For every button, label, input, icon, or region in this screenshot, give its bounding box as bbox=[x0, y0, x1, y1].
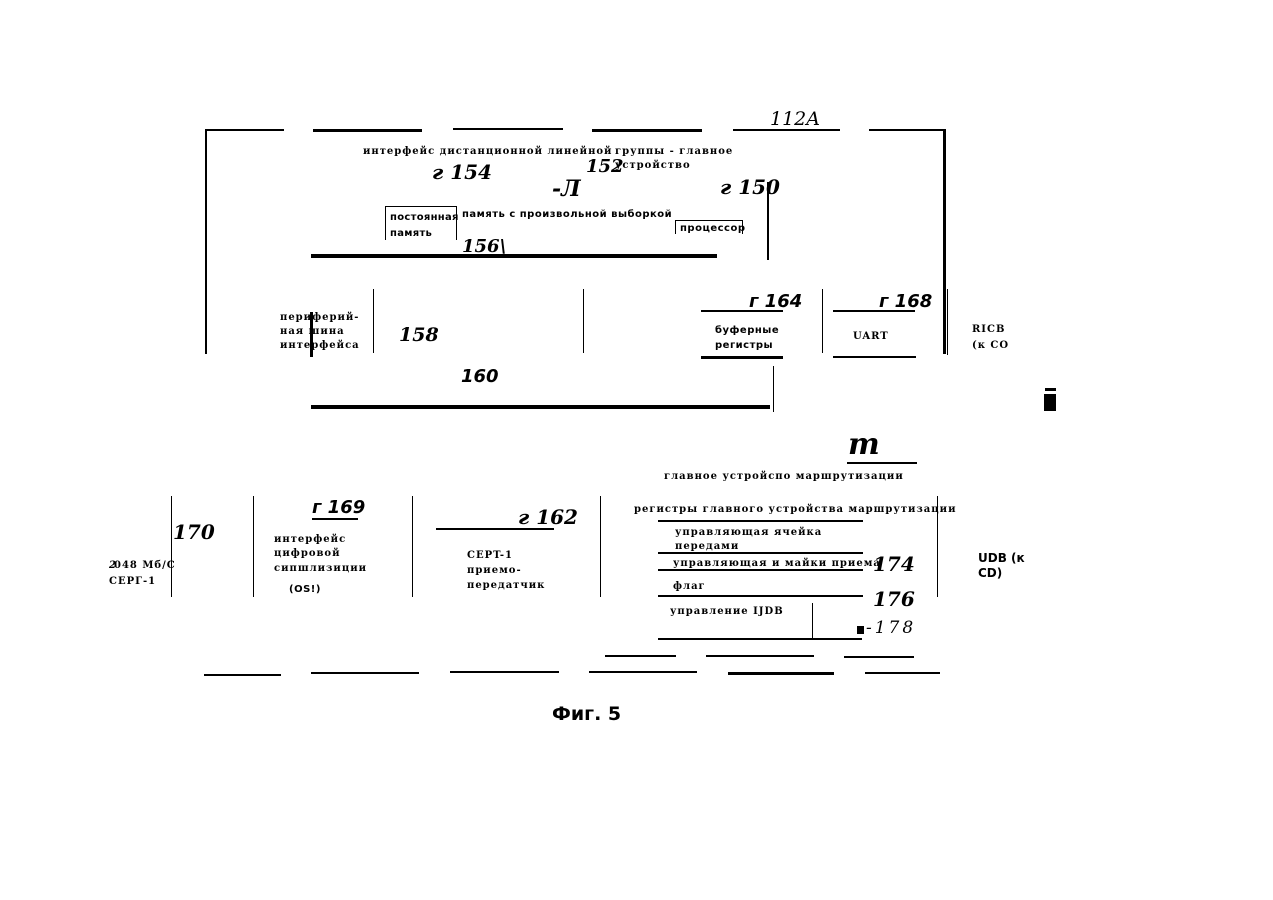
control-cell-line1: управляющая ячейка bbox=[675, 527, 822, 539]
marker-body bbox=[1044, 394, 1056, 411]
bus-160 bbox=[311, 405, 770, 409]
divider-937 bbox=[937, 496, 938, 597]
rom-box-left bbox=[385, 206, 386, 240]
ref-170: 170 bbox=[173, 521, 215, 544]
ref-152: 152 bbox=[586, 157, 624, 178]
cept-label-line1: CEPT-1 bbox=[467, 550, 513, 562]
udb-label-line2: CD) bbox=[978, 567, 1002, 581]
udb-control-line bbox=[658, 638, 862, 640]
frame-bottom-seg-6 bbox=[450, 671, 559, 673]
rom-label-line2: память bbox=[390, 228, 432, 240]
divider-822 bbox=[822, 289, 823, 353]
ref-112a: 112A bbox=[770, 109, 820, 131]
ricb-label-line2: (к СО bbox=[972, 340, 1009, 352]
frame-top-seg-6 bbox=[869, 129, 946, 131]
routing-registers-label: регистры главного устройства маршрутизац… bbox=[634, 504, 957, 516]
digital-label-line3: сипшлизиции bbox=[274, 563, 367, 575]
divider-600 bbox=[600, 496, 601, 597]
divider-412 bbox=[412, 496, 413, 597]
cpu-box-top bbox=[675, 220, 743, 221]
ref-158: 158 bbox=[399, 325, 439, 347]
cpu-label: процессор bbox=[680, 223, 746, 235]
internal-bus-156 bbox=[311, 254, 717, 258]
ref-164: г 164 bbox=[749, 292, 802, 313]
udb-control-divider bbox=[812, 603, 813, 639]
frame-top-seg-3 bbox=[453, 128, 563, 130]
cept-label-line3: передатчик bbox=[467, 580, 545, 592]
figure-caption: Фиг. 5 bbox=[552, 704, 621, 726]
cpu-box-left bbox=[675, 220, 676, 234]
bus-160-riser bbox=[773, 366, 774, 412]
ref-169: г 169 bbox=[312, 498, 365, 519]
ref-160: 160 bbox=[461, 367, 499, 388]
receive-line bbox=[658, 569, 863, 571]
cell-line bbox=[658, 552, 863, 554]
digital-label-line2: цифровой bbox=[274, 548, 341, 560]
frame-left-edge bbox=[205, 129, 207, 354]
ref-156: 156\ bbox=[462, 237, 506, 258]
frame-bottom-seg-9 bbox=[865, 672, 940, 674]
buffer-label-line2: регистры bbox=[715, 340, 773, 352]
divider-583 bbox=[583, 289, 584, 353]
ricb-label-line1: RICB bbox=[972, 324, 1005, 336]
divider-171 bbox=[171, 496, 172, 597]
flag-label: флаг bbox=[673, 581, 706, 593]
ref-m-underline bbox=[847, 462, 917, 464]
divider-947 bbox=[947, 289, 948, 355]
rom-box-top bbox=[385, 206, 457, 207]
digital-label-line4: (OS!) bbox=[289, 584, 321, 596]
frame-bottom-seg-8 bbox=[728, 672, 834, 675]
marker-top bbox=[1045, 388, 1056, 391]
ref-174: 174 bbox=[873, 553, 915, 576]
remote-interface-label: интерфейс дистанционной линейной bbox=[363, 146, 612, 158]
frame-top-seg-4 bbox=[592, 129, 702, 132]
device-label: устройство bbox=[615, 160, 691, 172]
ref-150: г 150 bbox=[720, 176, 780, 199]
rom-label-line1: постоянная bbox=[390, 212, 459, 224]
frame-bottom-seg-7 bbox=[589, 671, 697, 673]
buffer-bottom-line bbox=[701, 356, 783, 359]
speed-label-line2: СЕРГ-1 bbox=[109, 576, 156, 588]
receive-label: управляющая и майки приема bbox=[673, 558, 881, 570]
ref-m: m bbox=[848, 428, 880, 463]
ram-label: память с произвольной выборкой bbox=[462, 209, 672, 221]
ref-176: 176 bbox=[873, 588, 915, 611]
periph-label-line3: интерфейса bbox=[280, 340, 360, 352]
frame-bottom-seg-4 bbox=[204, 674, 281, 676]
routing-master-title: главное устройспо маршрутизации bbox=[664, 471, 904, 483]
periph-label-line1: периферий- bbox=[280, 312, 359, 324]
udb-control-label: управление IJDB bbox=[670, 606, 784, 618]
frame-top-seg-1 bbox=[206, 129, 284, 131]
control-cell-line2: передами bbox=[675, 541, 739, 553]
ref-162: г 162 bbox=[518, 506, 578, 529]
udb-label-line1: UDB (к bbox=[978, 552, 1025, 566]
frame-right-edge bbox=[943, 129, 946, 354]
periph-label-line2: ная шина bbox=[280, 326, 345, 338]
frame-bottom-seg-3 bbox=[844, 656, 914, 658]
ref-168: г 168 bbox=[879, 292, 932, 313]
frame-bottom-seg-5 bbox=[311, 672, 419, 674]
buffer-label-line1: буферные bbox=[715, 325, 779, 337]
uart-label: UART bbox=[853, 331, 889, 343]
cpu-connector-line bbox=[767, 182, 769, 260]
ref-178-mark bbox=[857, 626, 864, 634]
digital-label-line1: интерфейс bbox=[274, 534, 346, 546]
flag-line bbox=[658, 595, 863, 597]
cept-label-line2: приемо- bbox=[467, 565, 522, 577]
frame-bottom-seg-1 bbox=[605, 655, 676, 657]
ref-mark: -Л bbox=[552, 177, 581, 202]
uart-bottom-line bbox=[833, 356, 916, 358]
group-master-label: группы - главное bbox=[615, 146, 733, 158]
registers-line bbox=[658, 520, 863, 522]
ref-178: -178 bbox=[866, 619, 916, 639]
ref-154: г 154 bbox=[432, 161, 492, 184]
frame-bottom-seg-2 bbox=[706, 655, 814, 657]
speed-label-line1: 048 Мб/С bbox=[114, 560, 176, 572]
frame-top-seg-2 bbox=[313, 129, 422, 132]
ref-169-underline bbox=[312, 518, 358, 520]
divider-373 bbox=[373, 289, 374, 353]
divider-253 bbox=[253, 496, 254, 597]
